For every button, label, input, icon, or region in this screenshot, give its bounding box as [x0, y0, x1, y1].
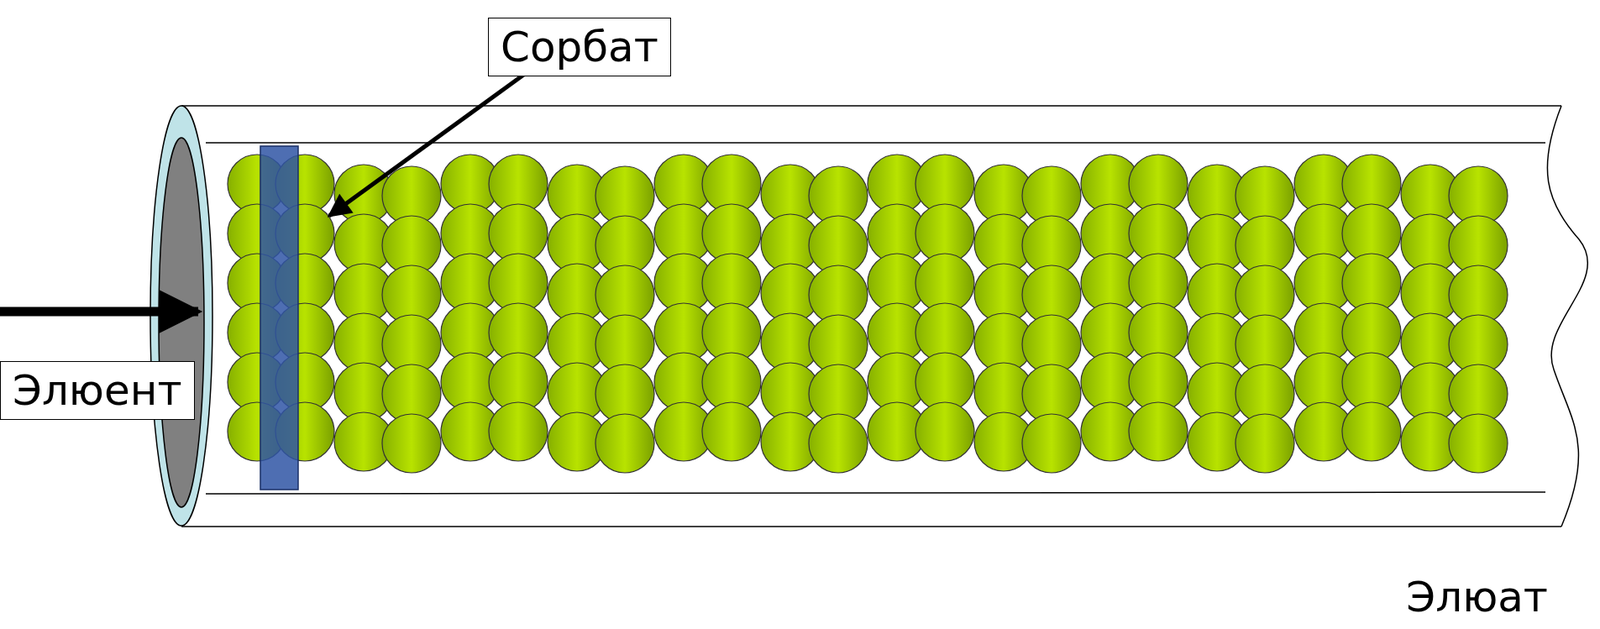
sorbent-bead — [1022, 414, 1081, 473]
sorbent-bead — [382, 414, 441, 473]
sorbent-bead — [702, 402, 761, 462]
sorbate-band — [260, 146, 299, 490]
sorbent-bead — [1235, 414, 1295, 473]
tube-cut-end — [1547, 105, 1588, 527]
flow-arrow — [0, 307, 199, 317]
tube-inlet-opening — [158, 137, 205, 508]
label-text: Сорбат — [500, 21, 659, 73]
tube-inner-wall — [205, 492, 1546, 494]
sorbent-bead — [1128, 402, 1188, 462]
tube-wall — [181, 525, 1562, 528]
outlet-label: Элюат — [1405, 574, 1548, 621]
sorbent-bead — [808, 414, 868, 473]
tube-inner-wall — [205, 141, 1546, 144]
sorbent-bead — [1448, 414, 1508, 473]
sorbent-bead — [1342, 402, 1401, 462]
sorbent-beads — [227, 154, 1508, 473]
tube-wall — [181, 104, 1562, 107]
sorbent-bead — [488, 402, 548, 462]
sorbent-bead — [595, 414, 655, 473]
label-box: Сорбат — [487, 17, 672, 77]
label-box: Элюент — [0, 361, 195, 420]
sorbent-bead — [915, 402, 975, 462]
label-text: Элюент — [12, 365, 183, 416]
leader-arrow — [329, 71, 529, 216]
column-tube — [150, 105, 1588, 527]
